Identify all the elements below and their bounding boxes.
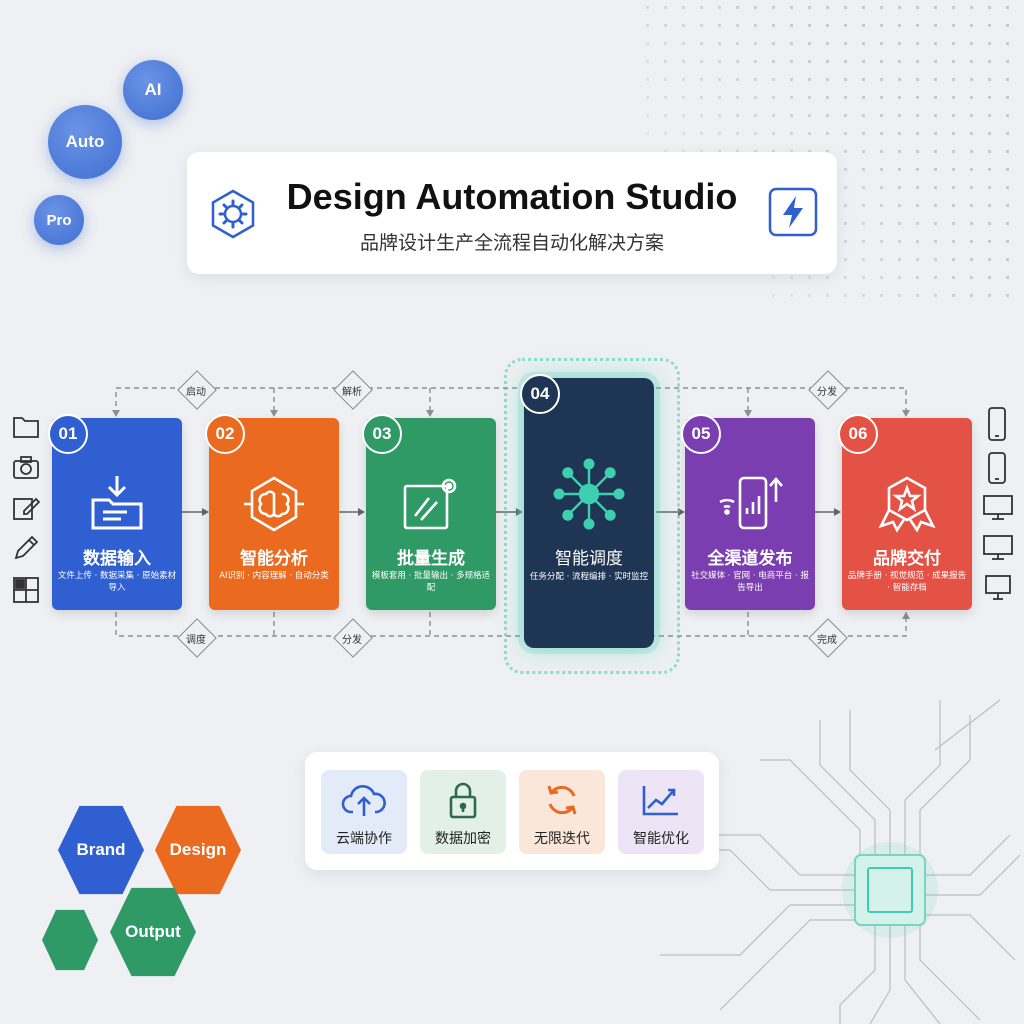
bubble-ai: AI — [123, 60, 183, 120]
page-title: Design Automation Studio — [286, 176, 738, 217]
feature-label: 无限迭代 — [534, 831, 590, 847]
phone-chart-icon — [685, 454, 815, 554]
step-label: 全渠道发布 — [707, 549, 793, 569]
monitor-icon — [982, 494, 1014, 526]
camera-icon — [12, 455, 40, 485]
feature-label: 云端协作 — [336, 831, 392, 847]
circuit-decoration — [640, 699, 1021, 1024]
step-label: 品牌交付 — [873, 549, 941, 569]
network-hub-icon — [524, 452, 654, 536]
folder-icon — [12, 414, 40, 444]
hex-output: Output — [110, 887, 196, 977]
step-description: 社交媒体 · 官网 · 电商平台 · 报告导出 — [691, 571, 809, 593]
feature-card: 云端协作 数据加密 无限迭代 智能优化 — [305, 752, 719, 870]
title-card: Design Automation Studio 品牌设计生产全流程自动化解决方… — [187, 152, 837, 274]
lightning-icon — [767, 186, 819, 242]
phone-icon — [986, 451, 1008, 489]
flow-connectors — [112, 387, 910, 637]
trend-icon — [618, 780, 704, 820]
refresh-icon — [519, 780, 605, 820]
step-label: 数据输入 — [83, 549, 151, 569]
step-label: 批量生成 — [397, 549, 465, 569]
flow-tag-distribute-bottom: 分发 — [342, 635, 362, 646]
step-label: 智能调度 — [555, 549, 623, 569]
step-card-06[interactable]: 06 品牌交付 品牌手册 · 视觉规范 · 成果报告 · 智能存档 — [838, 414, 972, 610]
star-badge-icon — [842, 454, 972, 554]
feature-label: 数据加密 — [435, 831, 491, 847]
step-description: 文件上传 · 数据采集 · 原始素材导入 — [57, 571, 177, 593]
feature-data-encryption[interactable]: 数据加密 — [420, 770, 506, 854]
step-description: AI识别 · 内容理解 · 自动分类 — [219, 571, 329, 581]
feature-smart-optimize[interactable]: 智能优化 — [618, 770, 704, 854]
edit-gear-icon — [366, 454, 496, 554]
edit-icon — [12, 495, 41, 525]
layout-icon — [12, 576, 40, 608]
folder-download-icon — [52, 454, 182, 554]
flow-tag-schedule: 调度 — [186, 635, 206, 646]
flow-tag-start: 启动 — [186, 387, 206, 398]
step-description: 任务分配 · 流程编排 · 实时监控 — [529, 572, 649, 582]
bubble-auto: Auto — [48, 105, 122, 179]
step-number: 03 — [362, 414, 402, 454]
brain-chip-icon — [209, 454, 339, 554]
lock-icon — [420, 780, 506, 820]
hex-brand: Brand — [58, 805, 144, 895]
step-card-04[interactable]: 04 智能调度 任务分配 · 流程编排 · 实时监控 — [520, 374, 654, 648]
step-number: 02 — [205, 414, 245, 454]
cloud-upload-icon — [321, 780, 407, 820]
step-card-01[interactable]: 01 数据输入 文件上传 · 数据采集 · 原始素材导入 — [48, 414, 182, 610]
gear-icon — [207, 188, 259, 244]
step-number: 01 — [48, 414, 88, 454]
pen-icon — [12, 534, 40, 566]
feature-infinite-iteration[interactable]: 无限迭代 — [519, 770, 605, 854]
step-description: 模板套用 · 批量输出 · 多规格适配 — [371, 571, 491, 593]
bubble-pro: Pro — [34, 195, 84, 245]
step-number: 05 — [681, 414, 721, 454]
feature-cloud-collab[interactable]: 云端协作 — [321, 770, 407, 854]
hex-design: Design — [155, 805, 241, 895]
flow-tag-distribute-top: 分发 — [817, 387, 837, 398]
step-card-02[interactable]: 02 智能分析 AI识别 · 内容理解 · 自动分类 — [205, 414, 339, 610]
page-subtitle: 品牌设计生产全流程自动化解决方案 — [359, 232, 664, 254]
phone-icon — [986, 406, 1008, 446]
hex-blank — [42, 909, 98, 971]
step-card-03[interactable]: 03 批量生成 模板套用 · 批量输出 · 多规格适配 — [362, 414, 496, 610]
step-card-05[interactable]: 05 全渠道发布 社交媒体 · 官网 · 电商平台 · 报告导出 — [681, 414, 815, 610]
step-label: 智能分析 — [240, 549, 308, 569]
flow-tag-parse: 解析 — [342, 387, 362, 398]
step-description: 品牌手册 · 视觉规范 · 成果报告 · 智能存档 — [847, 571, 967, 593]
step-number: 04 — [520, 374, 560, 414]
step-number: 06 — [838, 414, 878, 454]
feature-label: 智能优化 — [633, 831, 689, 847]
flow-tag-complete: 完成 — [817, 635, 837, 646]
monitor-icon — [982, 534, 1014, 566]
highlight-glow — [504, 358, 680, 674]
monitor-icon — [984, 574, 1012, 606]
